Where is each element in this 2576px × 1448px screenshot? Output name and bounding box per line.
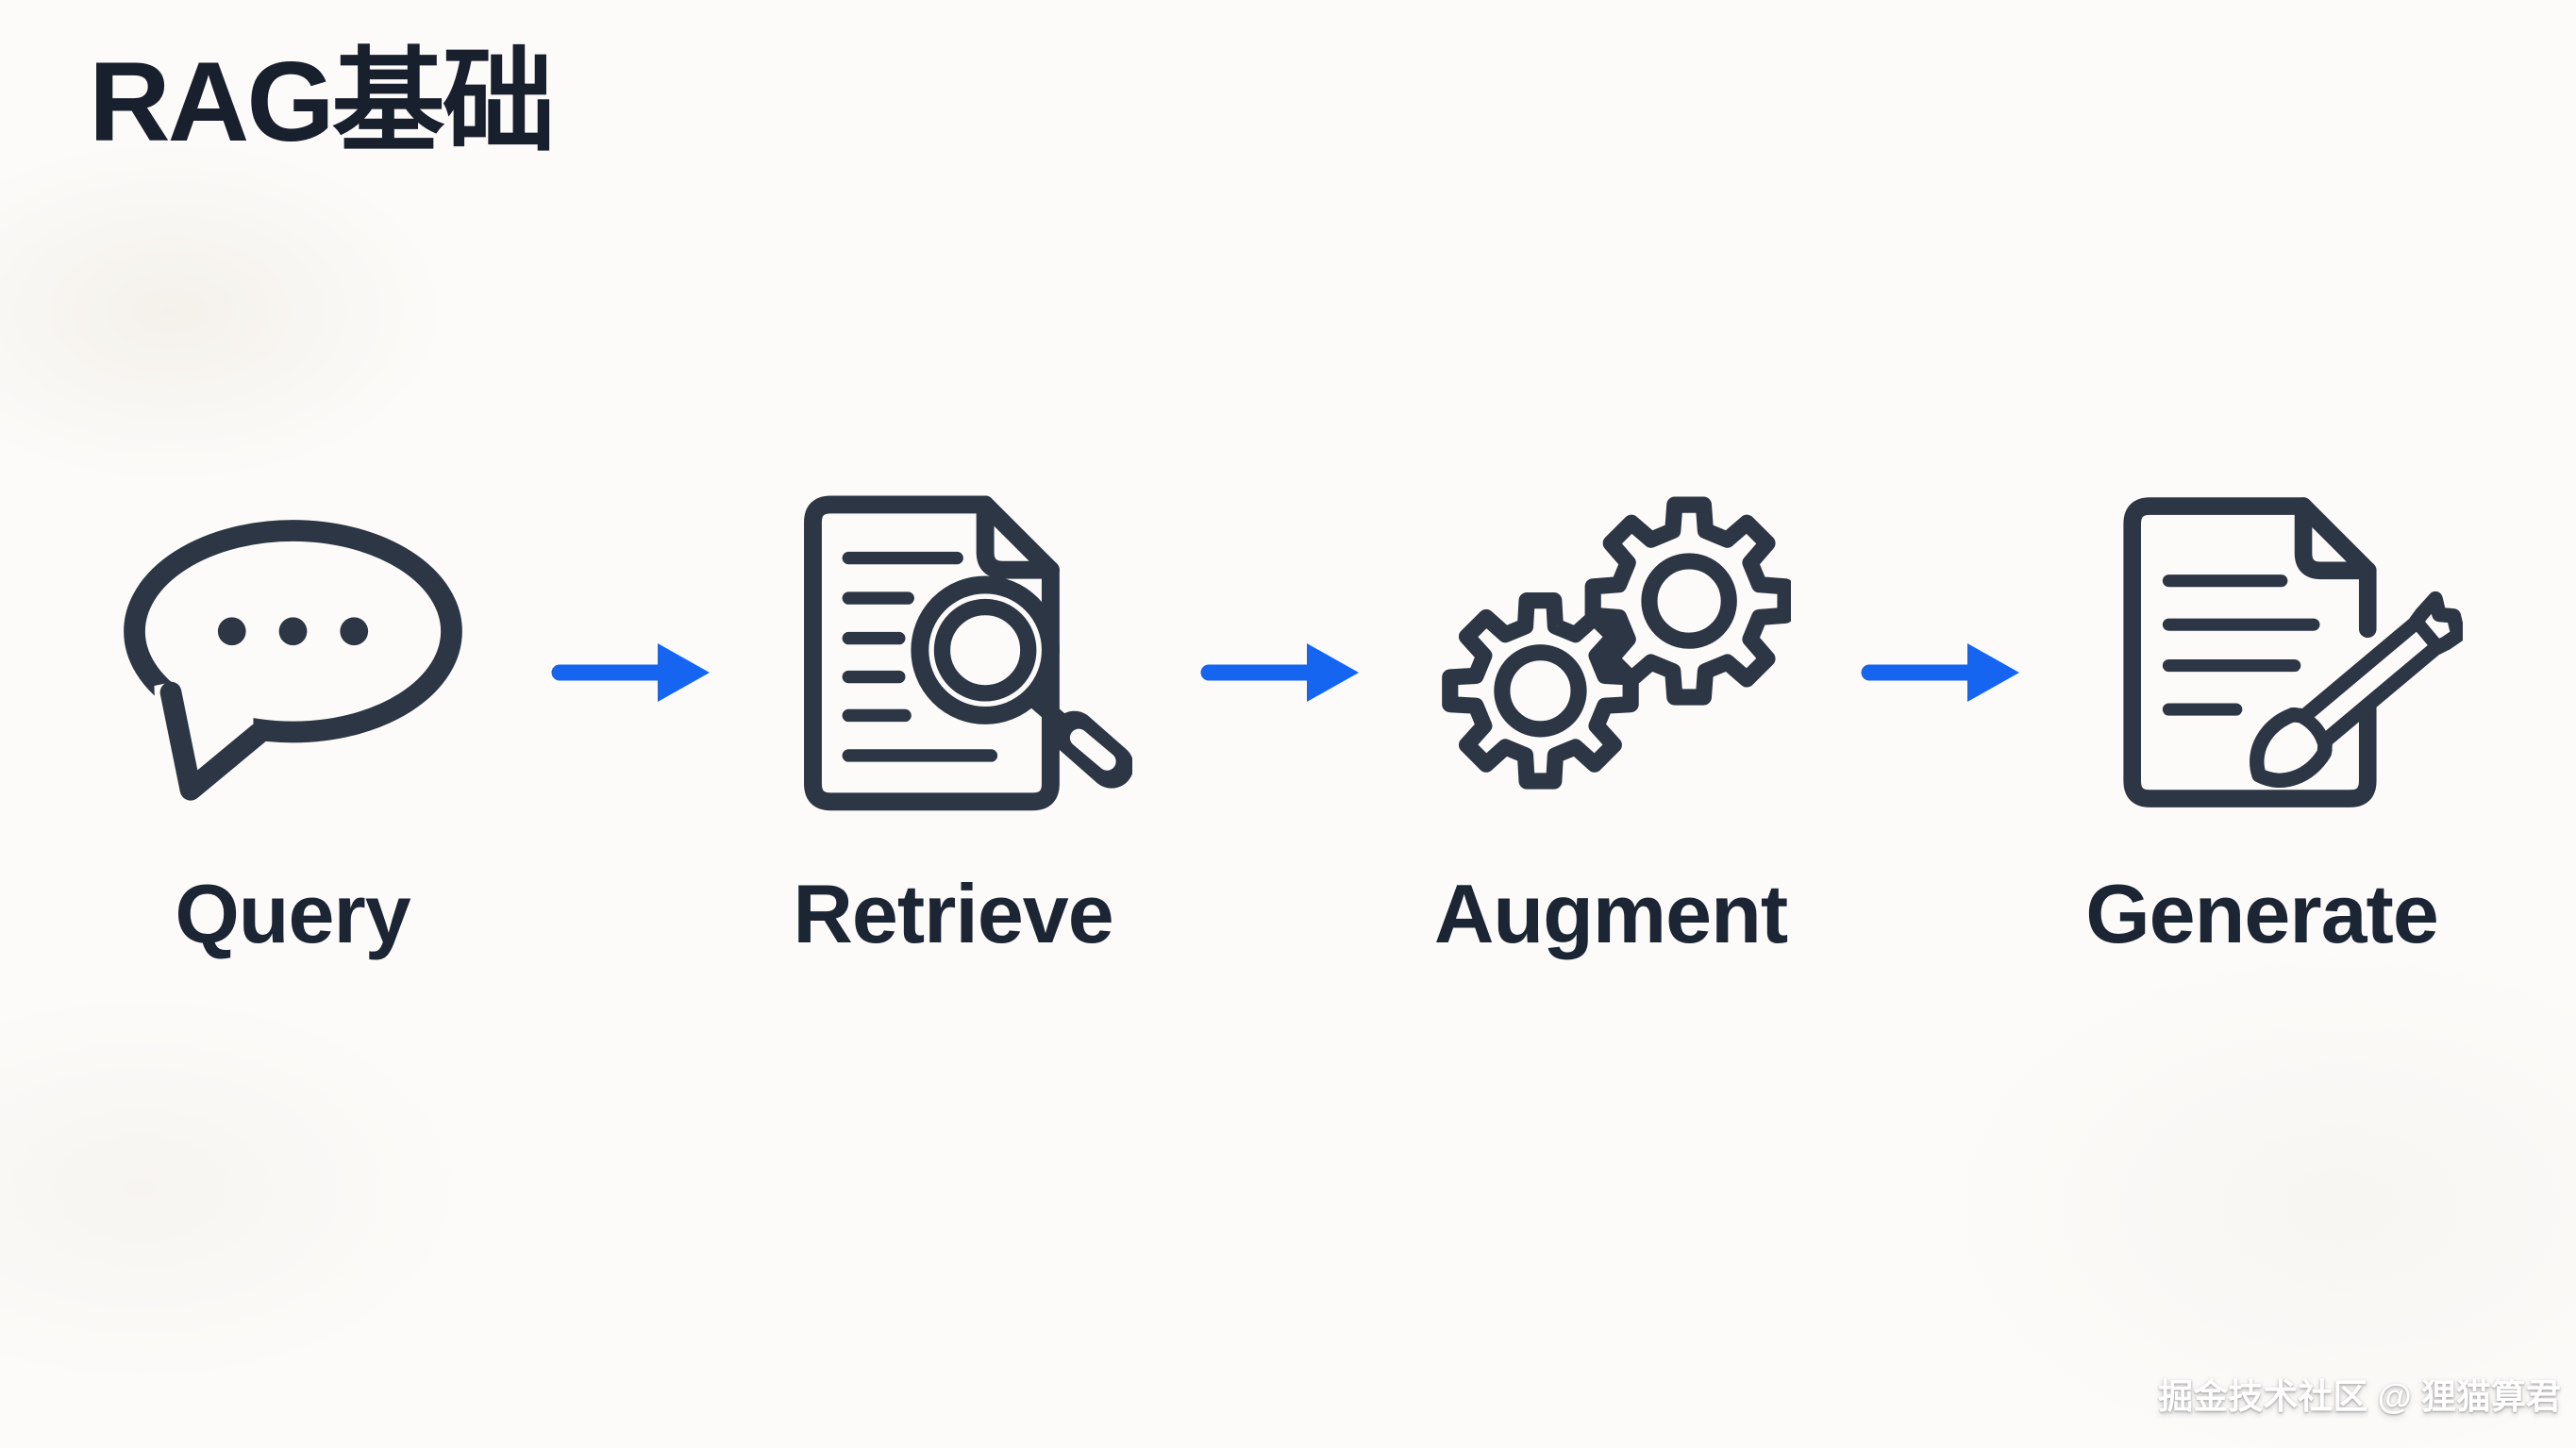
gear-big-hub — [1641, 553, 1737, 649]
gear-big — [1584, 496, 1791, 706]
document-search-icon — [804, 495, 1132, 811]
step-label-retrieve: Retrieve — [793, 867, 1113, 960]
step-label-augment: Augment — [1433, 867, 1788, 960]
document-pencil-icon — [2123, 497, 2463, 807]
document-outline — [804, 495, 1060, 811]
speech-dots — [217, 617, 369, 646]
page-title: RAG基础 — [89, 39, 556, 165]
speech-bubble-outline — [124, 520, 462, 743]
speech-bubble-icon — [124, 520, 462, 805]
step-label-generate: Generate — [2085, 867, 2439, 960]
gears-icon — [1442, 496, 1791, 790]
pencil — [2250, 591, 2463, 788]
magnifier — [911, 575, 1132, 789]
speech-bubble-tail — [159, 681, 270, 801]
arrow-right-icon — [1861, 643, 2019, 702]
arrow-right-icon — [1200, 643, 1359, 702]
document-text-lines — [842, 551, 998, 762]
watermark: 掘金技术社区 @ 狸猫算君 — [2158, 1377, 2561, 1416]
document-text-lines — [2162, 574, 2320, 716]
gear-small — [1442, 592, 1639, 790]
gear-small-hub — [1494, 644, 1587, 738]
document-outline — [2123, 497, 2377, 807]
step-label-query: Query — [175, 867, 410, 960]
arrow-right-icon — [551, 643, 710, 702]
